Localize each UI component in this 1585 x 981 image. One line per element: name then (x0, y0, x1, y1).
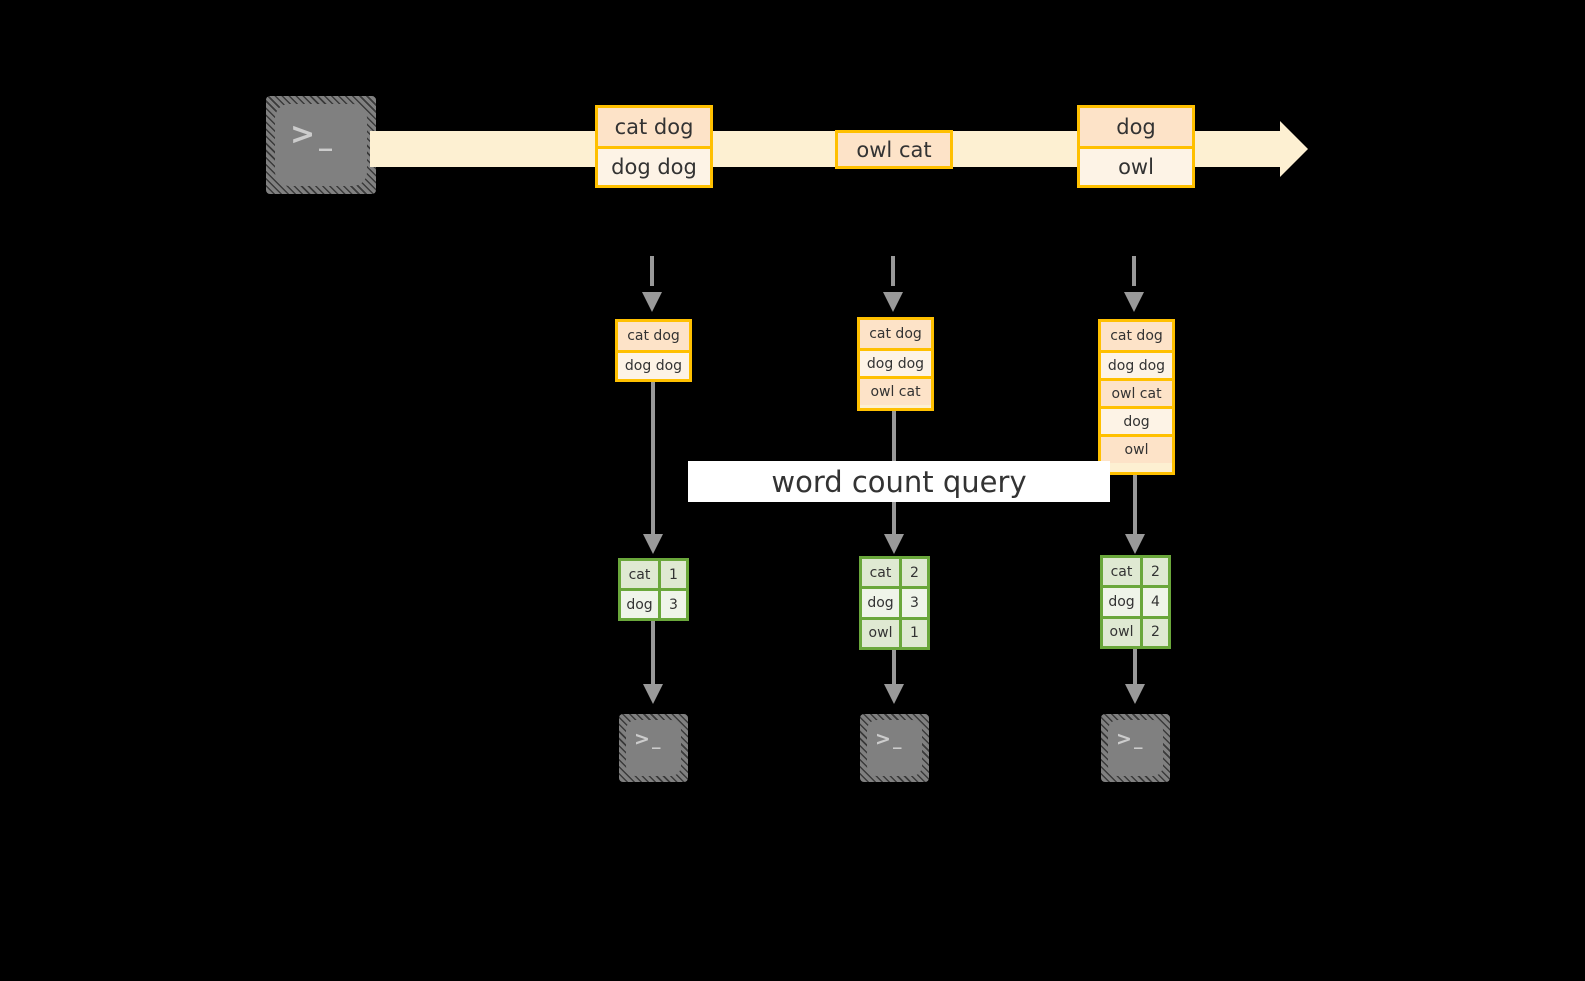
table-row: cat 1 (621, 561, 686, 588)
connector-arrowhead-column-2 (883, 292, 903, 312)
connector-arrowhead-column-1-result (643, 534, 663, 554)
result-word-cell: owl (1103, 618, 1143, 646)
stream-arrow-head (1280, 121, 1308, 177)
query-label-band: word count query (688, 461, 1110, 502)
column-1-sink-terminal-icon: > _ (619, 714, 688, 782)
table-row: cat 2 (1103, 558, 1168, 586)
connector-column-1-to-result (651, 382, 655, 546)
column-3-input-row: owl (1101, 434, 1172, 463)
stream-record-group-1: cat dog dog dog (595, 105, 713, 188)
connector-arrowhead-column-2-sink (884, 684, 904, 704)
connector-column-3-to-result (1133, 475, 1137, 546)
column-3-input-row: dog (1101, 406, 1172, 434)
column-2-sink-terminal-screen (867, 720, 922, 776)
column-2-input-records: cat dog dog dog owl cat (857, 317, 934, 411)
table-row: owl 2 (1103, 615, 1168, 646)
connector-column-1-to-sink (651, 621, 655, 696)
table-row: dog 4 (1103, 585, 1168, 616)
stream-record-row: dog (1080, 108, 1192, 146)
result-count-cell: 1 (902, 619, 927, 647)
result-word-cell: dog (1103, 588, 1143, 616)
connector-dashed-column-2 (891, 256, 895, 304)
column-1-input-row: cat dog (618, 322, 689, 350)
result-word-cell: cat (621, 561, 661, 588)
result-count-cell: 3 (902, 589, 927, 617)
column-3-sink-terminal-screen (1108, 720, 1163, 776)
table-row: dog 3 (862, 586, 927, 617)
column-3-input-row: cat dog (1101, 322, 1172, 350)
connector-column-2-to-sink (892, 650, 896, 696)
column-3-input-row: dog dog (1101, 350, 1172, 378)
column-3-result-table: cat 2 dog 4 owl 2 (1100, 555, 1171, 649)
stream-record-row: owl cat (838, 133, 950, 166)
table-row: owl 1 (862, 616, 927, 647)
connector-arrowhead-column-1 (642, 292, 662, 312)
connector-arrowhead-column-2-result (884, 534, 904, 554)
column-2-result-table: cat 2 dog 3 owl 1 (859, 556, 930, 650)
result-count-cell: 2 (1143, 558, 1168, 586)
stream-record-row: cat dog (598, 108, 710, 146)
connector-arrowhead-column-3 (1124, 292, 1144, 312)
connector-arrowhead-column-1-sink (643, 684, 663, 704)
result-count-cell: 4 (1143, 588, 1168, 616)
column-2-sink-cursor-glyph: _ (893, 730, 903, 750)
column-3-sink-cursor-glyph: _ (1134, 730, 1144, 750)
column-1-sink-cursor-glyph: _ (652, 730, 662, 750)
column-1-input-records: cat dog dog dog (615, 319, 692, 382)
stream-record-row: owl (1080, 146, 1192, 185)
result-count-cell: 1 (661, 561, 686, 588)
result-count-cell: 2 (902, 559, 927, 587)
connector-dashed-column-1 (650, 256, 654, 304)
connector-column-3-to-sink (1133, 649, 1137, 696)
result-word-cell: cat (862, 559, 902, 587)
column-3-input-records: cat dog dog dog owl cat dog owl (1098, 319, 1175, 475)
stream-record-row: dog dog (598, 146, 710, 185)
source-terminal-cursor-glyph: _ (319, 122, 334, 152)
result-count-cell: 3 (661, 591, 686, 618)
table-row: cat 2 (862, 559, 927, 587)
result-word-cell: dog (862, 589, 902, 617)
column-1-result-table: cat 1 dog 3 (618, 558, 689, 621)
column-2-sink-prompt-glyph: > (875, 728, 892, 750)
column-3-input-row: owl cat (1101, 378, 1172, 406)
connector-dashed-column-3 (1132, 256, 1136, 304)
connector-arrowhead-column-3-sink (1125, 684, 1145, 704)
column-2-input-row: cat dog (860, 320, 931, 348)
column-1-input-row: dog dog (618, 350, 689, 379)
column-2-input-row: owl cat (860, 376, 931, 405)
column-2-input-row: dog dog (860, 348, 931, 376)
result-word-cell: cat (1103, 558, 1143, 586)
column-1-sink-terminal-screen (626, 720, 681, 776)
source-terminal-icon: > _ (266, 96, 376, 194)
table-row: dog 3 (621, 588, 686, 618)
query-label-text: word count query (771, 464, 1027, 499)
column-2-sink-terminal-icon: > _ (860, 714, 929, 782)
column-3-sink-terminal-icon: > _ (1101, 714, 1170, 782)
column-1-sink-prompt-glyph: > (634, 728, 651, 750)
connector-arrowhead-column-3-result (1125, 534, 1145, 554)
result-count-cell: 2 (1143, 618, 1168, 646)
source-terminal-prompt-glyph: > (290, 117, 317, 152)
result-word-cell: dog (621, 591, 661, 618)
result-word-cell: owl (862, 619, 902, 647)
column-3-sink-prompt-glyph: > (1116, 728, 1133, 750)
stream-record-group-2: owl cat (835, 130, 953, 169)
stream-record-group-3: dog owl (1077, 105, 1195, 188)
source-terminal-screen (275, 104, 367, 186)
